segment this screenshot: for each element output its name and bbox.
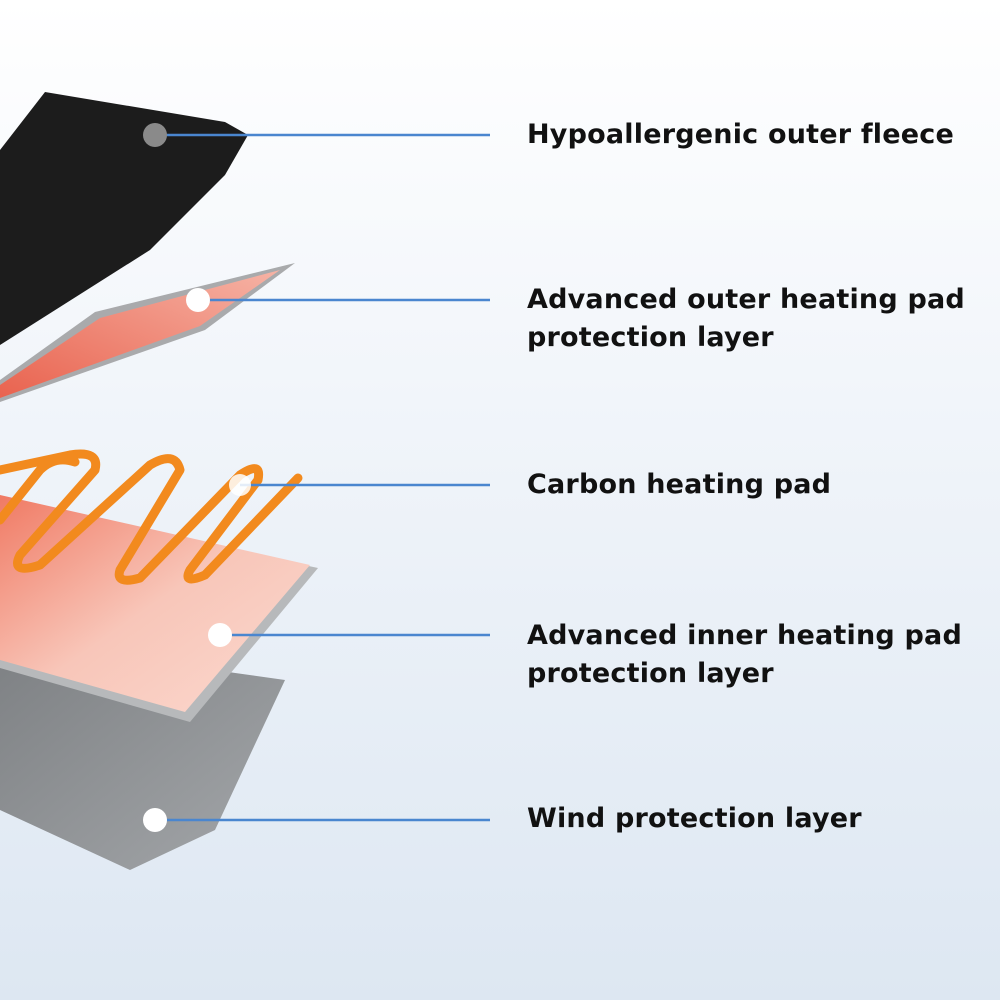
label-outer-protection-layer: Advanced outer heating pad protection la…	[527, 284, 965, 353]
marker-dot	[208, 623, 232, 647]
label-carbon-heating-pad: Carbon heating pad	[527, 469, 832, 500]
marker-dot	[143, 123, 167, 147]
label-wind-protection-layer: Wind protection layer	[527, 803, 862, 834]
label-outer-fleece: Hypoallergenic outer fleece	[527, 119, 954, 150]
wind-protection-layer	[0, 640, 285, 870]
marker-dot	[229, 474, 251, 496]
carbon-heating-wire	[0, 449, 303, 585]
marker-dot	[143, 808, 167, 832]
outer-fleece	[0, 92, 248, 345]
marker-dot	[186, 288, 210, 312]
outer-protection-layer	[0, 270, 280, 398]
label-inner-protection-layer: Advanced inner heating pad protection la…	[527, 620, 962, 689]
